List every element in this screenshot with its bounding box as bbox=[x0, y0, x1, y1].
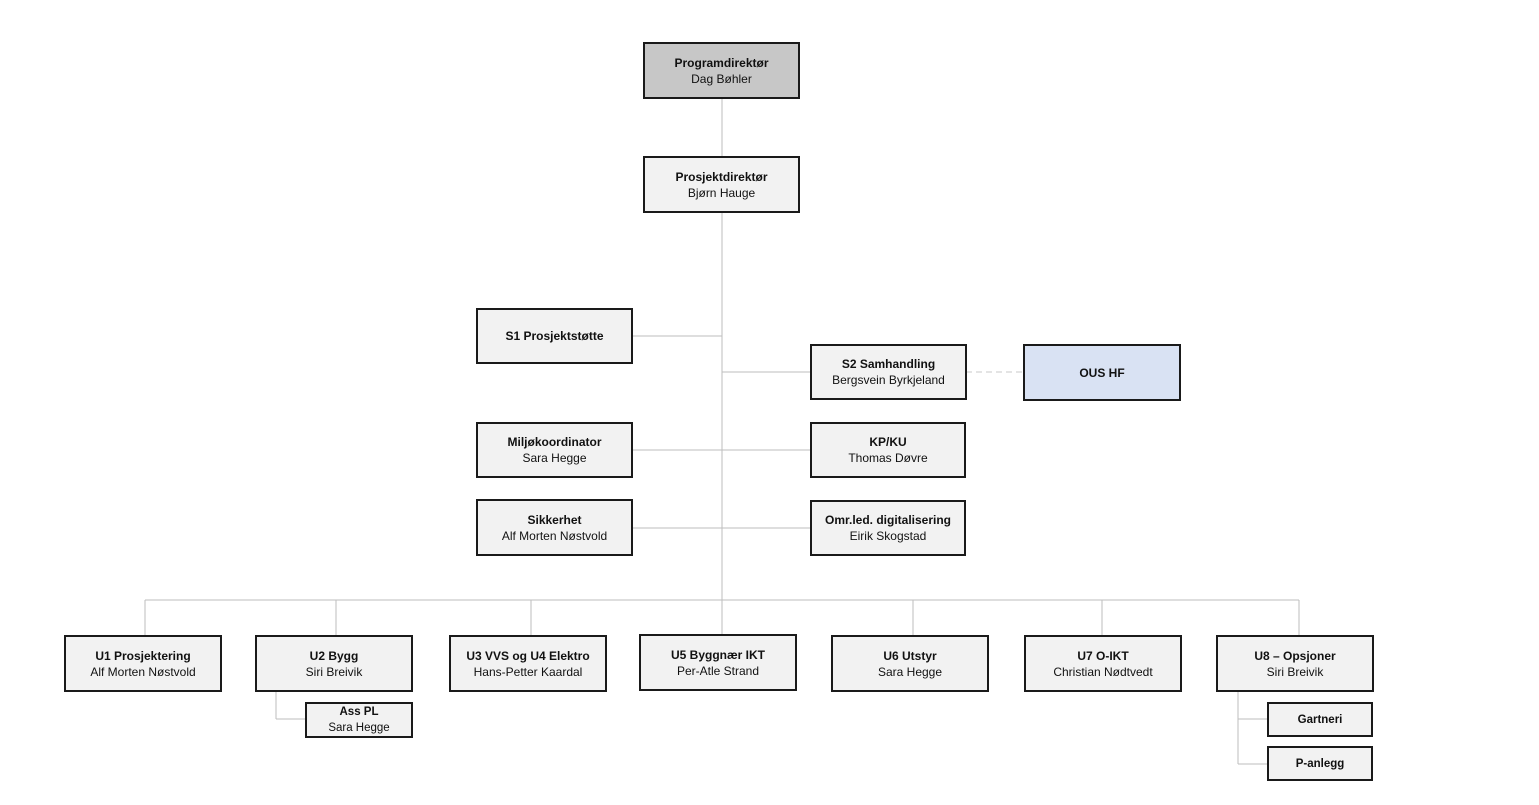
node-title: U5 Byggnær IKT bbox=[670, 647, 765, 662]
node-person: Per-Atle Strand bbox=[676, 663, 760, 678]
node-title: U3 VVS og U4 Elektro bbox=[466, 648, 590, 663]
node-person: Christian Nødtvedt bbox=[1053, 664, 1153, 679]
node-u8-opsjoner: U8 – Opsjoner Siri Breivik bbox=[1216, 635, 1374, 692]
node-ous-hf: OUS HF bbox=[1023, 344, 1181, 401]
node-u3-vvs-u4-elektro: U3 VVS og U4 Elektro Hans-Petter Kaardal bbox=[449, 635, 607, 692]
node-u5-byggnaer-ikt: U5 Byggnær IKT Per-Atle Strand bbox=[639, 634, 797, 691]
node-ass-pl: Ass PL Sara Hegge bbox=[305, 702, 413, 738]
node-title: Sikkerhet bbox=[527, 512, 582, 527]
node-title: U2 Bygg bbox=[309, 648, 359, 663]
node-person: Siri Breivik bbox=[305, 664, 363, 679]
node-p-anlegg: P-anlegg bbox=[1267, 746, 1373, 781]
node-title: Ass PL bbox=[339, 706, 379, 718]
node-person: Hans-Petter Kaardal bbox=[473, 664, 583, 679]
node-person: Siri Breivik bbox=[1266, 664, 1324, 679]
node-person: Sara Hegge bbox=[328, 722, 390, 734]
node-title: S2 Samhandling bbox=[841, 357, 936, 371]
node-title: S1 Prosjektstøtte bbox=[505, 329, 604, 343]
node-u1-prosjektering: U1 Prosjektering Alf Morten Nøstvold bbox=[64, 635, 222, 692]
node-title: KP/KU bbox=[869, 435, 907, 449]
node-person: Dag Bøhler bbox=[691, 71, 752, 86]
node-programdirektor: Programdirektør Dag Bøhler bbox=[643, 42, 800, 99]
node-title: P-anlegg bbox=[1295, 757, 1345, 770]
node-title: Prosjektdirektør bbox=[675, 169, 768, 184]
node-person: Thomas Døvre bbox=[848, 451, 928, 465]
node-sikkerhet: Sikkerhet Alf Morten Nøstvold bbox=[476, 499, 633, 556]
node-title: U8 – Opsjoner bbox=[1254, 648, 1336, 663]
node-gartneri: Gartneri bbox=[1267, 702, 1373, 737]
node-title: OUS HF bbox=[1079, 365, 1125, 380]
node-s1-prosjektstotte: S1 Prosjektstøtte bbox=[476, 308, 633, 364]
node-person: Sara Hegge bbox=[877, 664, 943, 679]
node-title: U1 Prosjektering bbox=[95, 648, 191, 663]
node-u6-utstyr: U6 Utstyr Sara Hegge bbox=[831, 635, 989, 692]
node-title: Miljøkoordinator bbox=[507, 435, 602, 449]
node-prosjektdirektor: Prosjektdirektør Bjørn Hauge bbox=[643, 156, 800, 213]
node-u7-o-ikt: U7 O-IKT Christian Nødtvedt bbox=[1024, 635, 1182, 692]
node-kp-ku: KP/KU Thomas Døvre bbox=[810, 422, 966, 478]
node-person: Bergsvein Byrkjeland bbox=[832, 373, 945, 387]
node-person: Eirik Skogstad bbox=[849, 529, 927, 543]
node-title: Programdirektør bbox=[674, 55, 769, 70]
node-person: Alf Morten Nøstvold bbox=[501, 528, 608, 543]
node-title: U7 O-IKT bbox=[1077, 648, 1129, 663]
node-title: U6 Utstyr bbox=[883, 648, 937, 663]
node-title: Gartneri bbox=[1297, 713, 1343, 726]
node-u2-bygg: U2 Bygg Siri Breivik bbox=[255, 635, 413, 692]
node-s2-samhandling: S2 Samhandling Bergsvein Byrkjeland bbox=[810, 344, 967, 400]
node-person: Bjørn Hauge bbox=[687, 185, 756, 200]
node-person: Sara Hegge bbox=[522, 451, 587, 465]
node-title: Omr.led. digitalisering bbox=[824, 513, 952, 527]
node-digitalisering: Omr.led. digitalisering Eirik Skogstad bbox=[810, 500, 966, 556]
node-miljokoordinator: Miljøkoordinator Sara Hegge bbox=[476, 422, 633, 478]
node-person: Alf Morten Nøstvold bbox=[90, 664, 196, 679]
